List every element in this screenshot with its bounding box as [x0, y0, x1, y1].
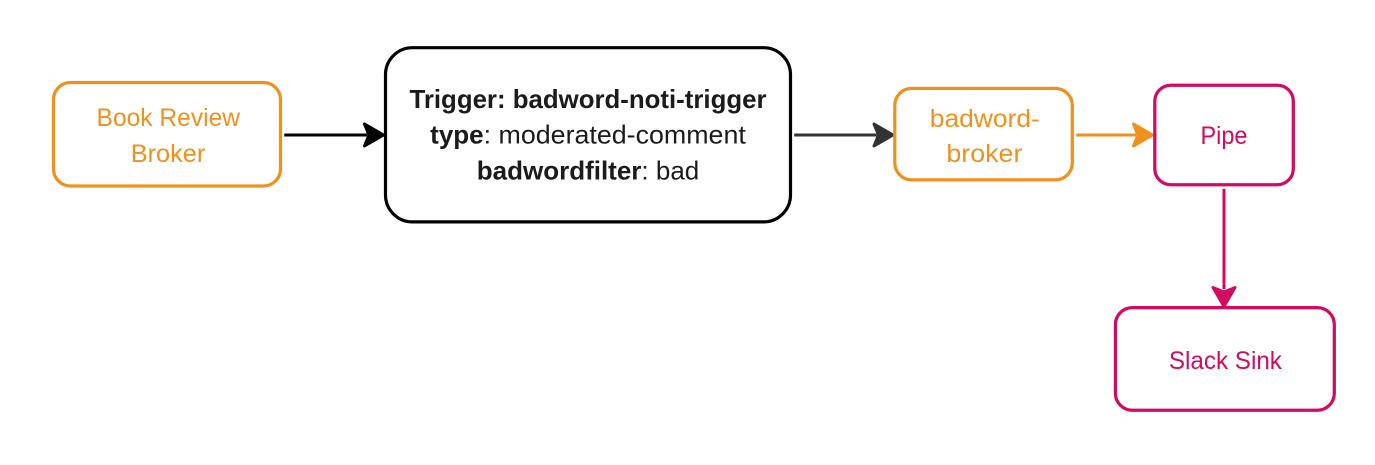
svg-text:badwordfilter: bad: badwordfilter: bad — [477, 156, 700, 186]
svg-text:Broker: Broker — [131, 140, 206, 168]
svg-text:Slack Sink: Slack Sink — [1169, 347, 1282, 375]
svg-text:Trigger: badword-noti-trigger: Trigger: badword-noti-trigger — [410, 84, 767, 114]
svg-text:Book Review: Book Review — [97, 104, 241, 132]
svg-text:Pipe: Pipe — [1201, 122, 1248, 150]
svg-text:badword-: badword- — [930, 105, 1040, 133]
svg-text:broker: broker — [946, 140, 1022, 168]
svg-text:type: moderated-comment: type: moderated-comment — [430, 120, 746, 150]
